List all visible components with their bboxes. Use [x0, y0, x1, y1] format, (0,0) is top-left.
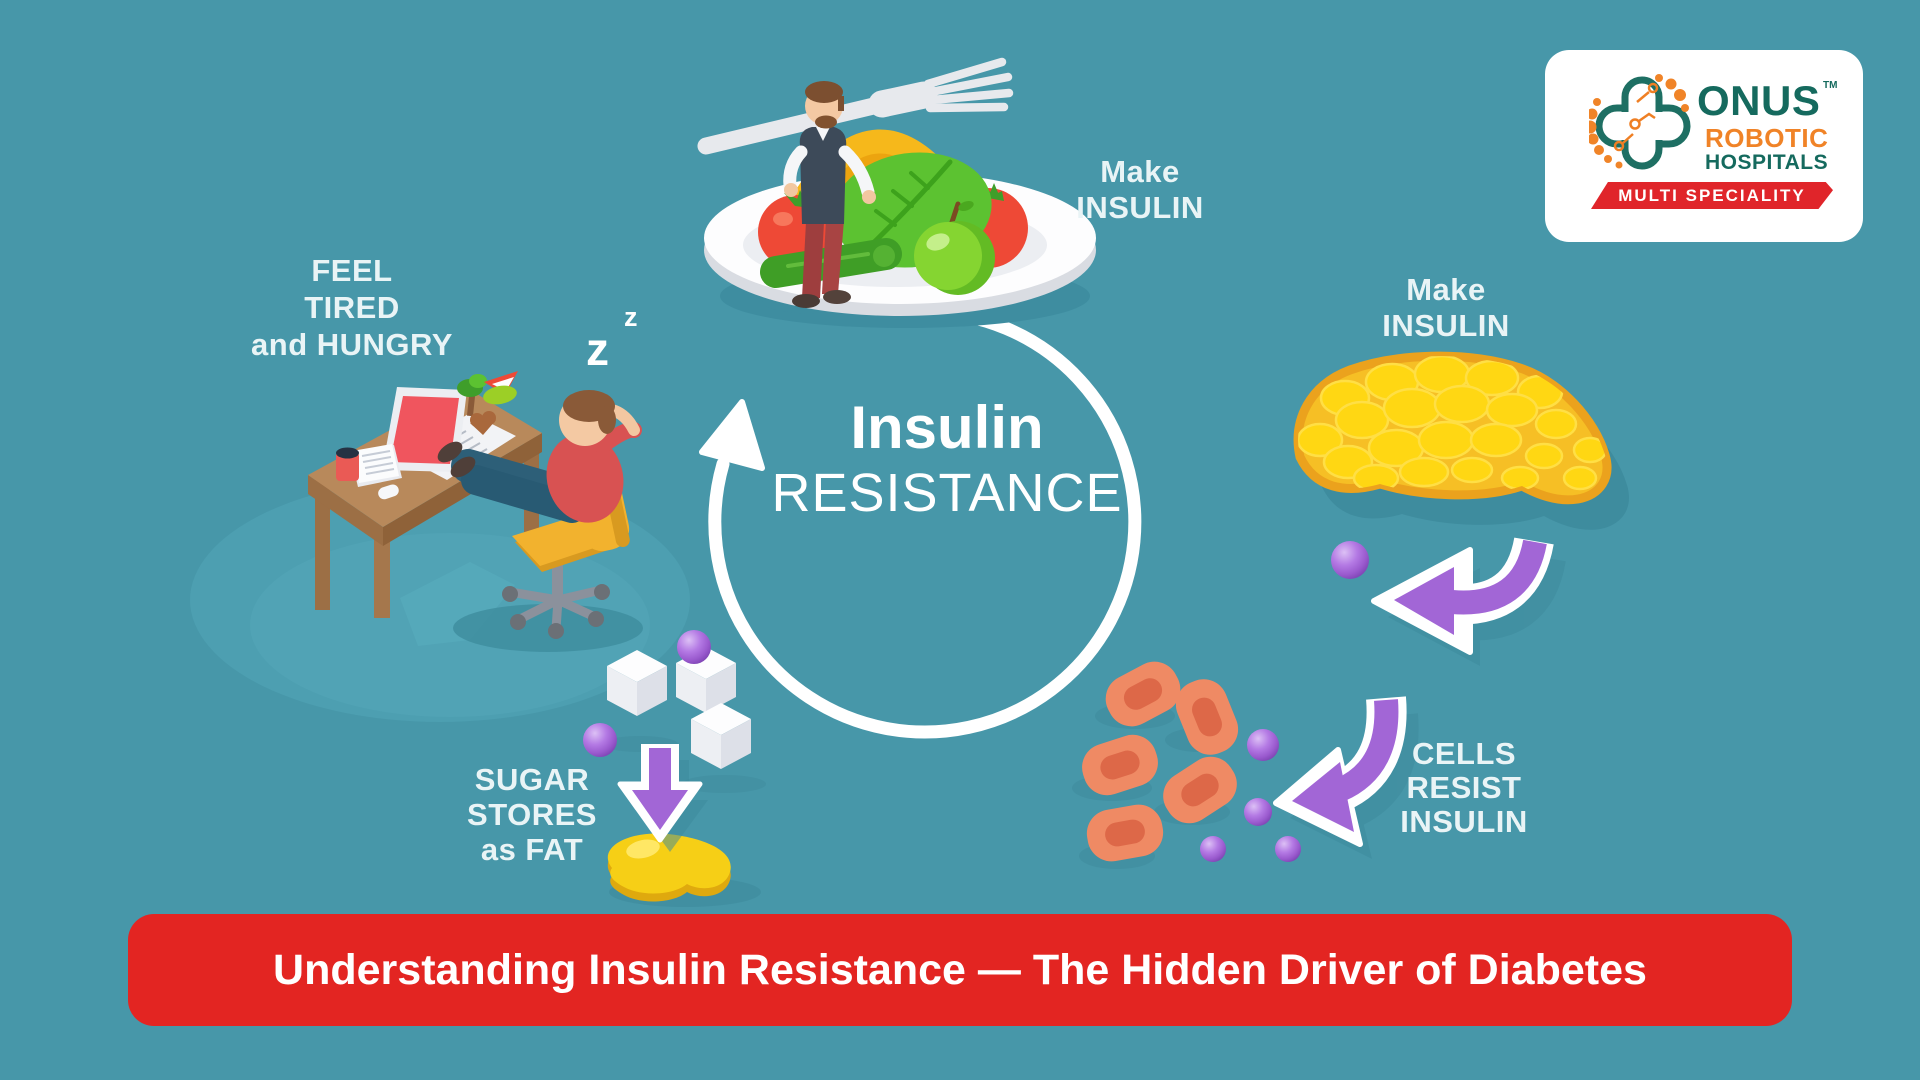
- cells-arrow: [1273, 696, 1419, 859]
- pancreas-arrow: [1371, 536, 1566, 666]
- cycle-arrow: [699, 305, 1142, 739]
- title-banner-text: Understanding Insulin Resistance — The H…: [273, 945, 1647, 994]
- tired-man: [437, 390, 642, 523]
- pancreas-illustration: [1293, 351, 1629, 530]
- cells-resist-label: CELLS RESIST INSULIN: [1400, 736, 1528, 839]
- sleep-z-big: z: [586, 323, 609, 375]
- standing-man: [783, 81, 876, 308]
- cycle-title-line1: Insulin: [850, 394, 1044, 461]
- title-banner: Understanding Insulin Resistance — The H…: [128, 914, 1792, 1026]
- logo-name: ONUS: [1697, 77, 1821, 124]
- logo-ribbon-text: MULTI SPECIALITY: [1618, 185, 1806, 205]
- cycle-title-line2: RESISTANCE: [771, 463, 1123, 523]
- sleep-z-small: z: [624, 302, 638, 332]
- logo-line3: HOSPITALS: [1705, 151, 1829, 174]
- hospital-logo: ONUS TM ROBOTIC HOSPITALS MULTI SPECIALI…: [1545, 50, 1863, 242]
- make-insulin-pancreas-label: Make INSULIN: [1382, 272, 1510, 343]
- fat-blob-illustration: [607, 833, 761, 907]
- cookie-icon: [470, 420, 496, 435]
- logo-cross-icon: [1589, 74, 1691, 170]
- sugar-stores-label: SUGAR STORES as FAT: [467, 762, 597, 867]
- fork-icon: [697, 57, 1014, 155]
- logo-dots: [1589, 74, 1689, 169]
- blood-cells-illustration: [1072, 653, 1247, 869]
- logo-line2: ROBOTIC: [1705, 123, 1829, 153]
- mug-icon: [336, 452, 359, 481]
- logo-robotic-arms: [1613, 82, 1659, 152]
- feel-tired-label: FEEL TIRED and HUNGRY: [251, 253, 453, 362]
- desk-scene: [308, 371, 643, 652]
- logo-ribbon: MULTI SPECIALITY: [1591, 182, 1833, 209]
- insulin-balls: [583, 541, 1369, 862]
- make-insulin-plate-label: Make INSULIN: [1076, 154, 1204, 225]
- papers-icon: [352, 444, 399, 483]
- logo-tm: TM: [1823, 80, 1838, 91]
- plate-scene: [697, 57, 1096, 328]
- mouse-icon: [378, 484, 399, 500]
- sugar-arrow: [617, 744, 708, 852]
- cycle-arrowhead-icon: [699, 399, 765, 471]
- cycle-title: Insulin RESISTANCE: [747, 394, 1147, 524]
- chair-shadow: [453, 604, 643, 652]
